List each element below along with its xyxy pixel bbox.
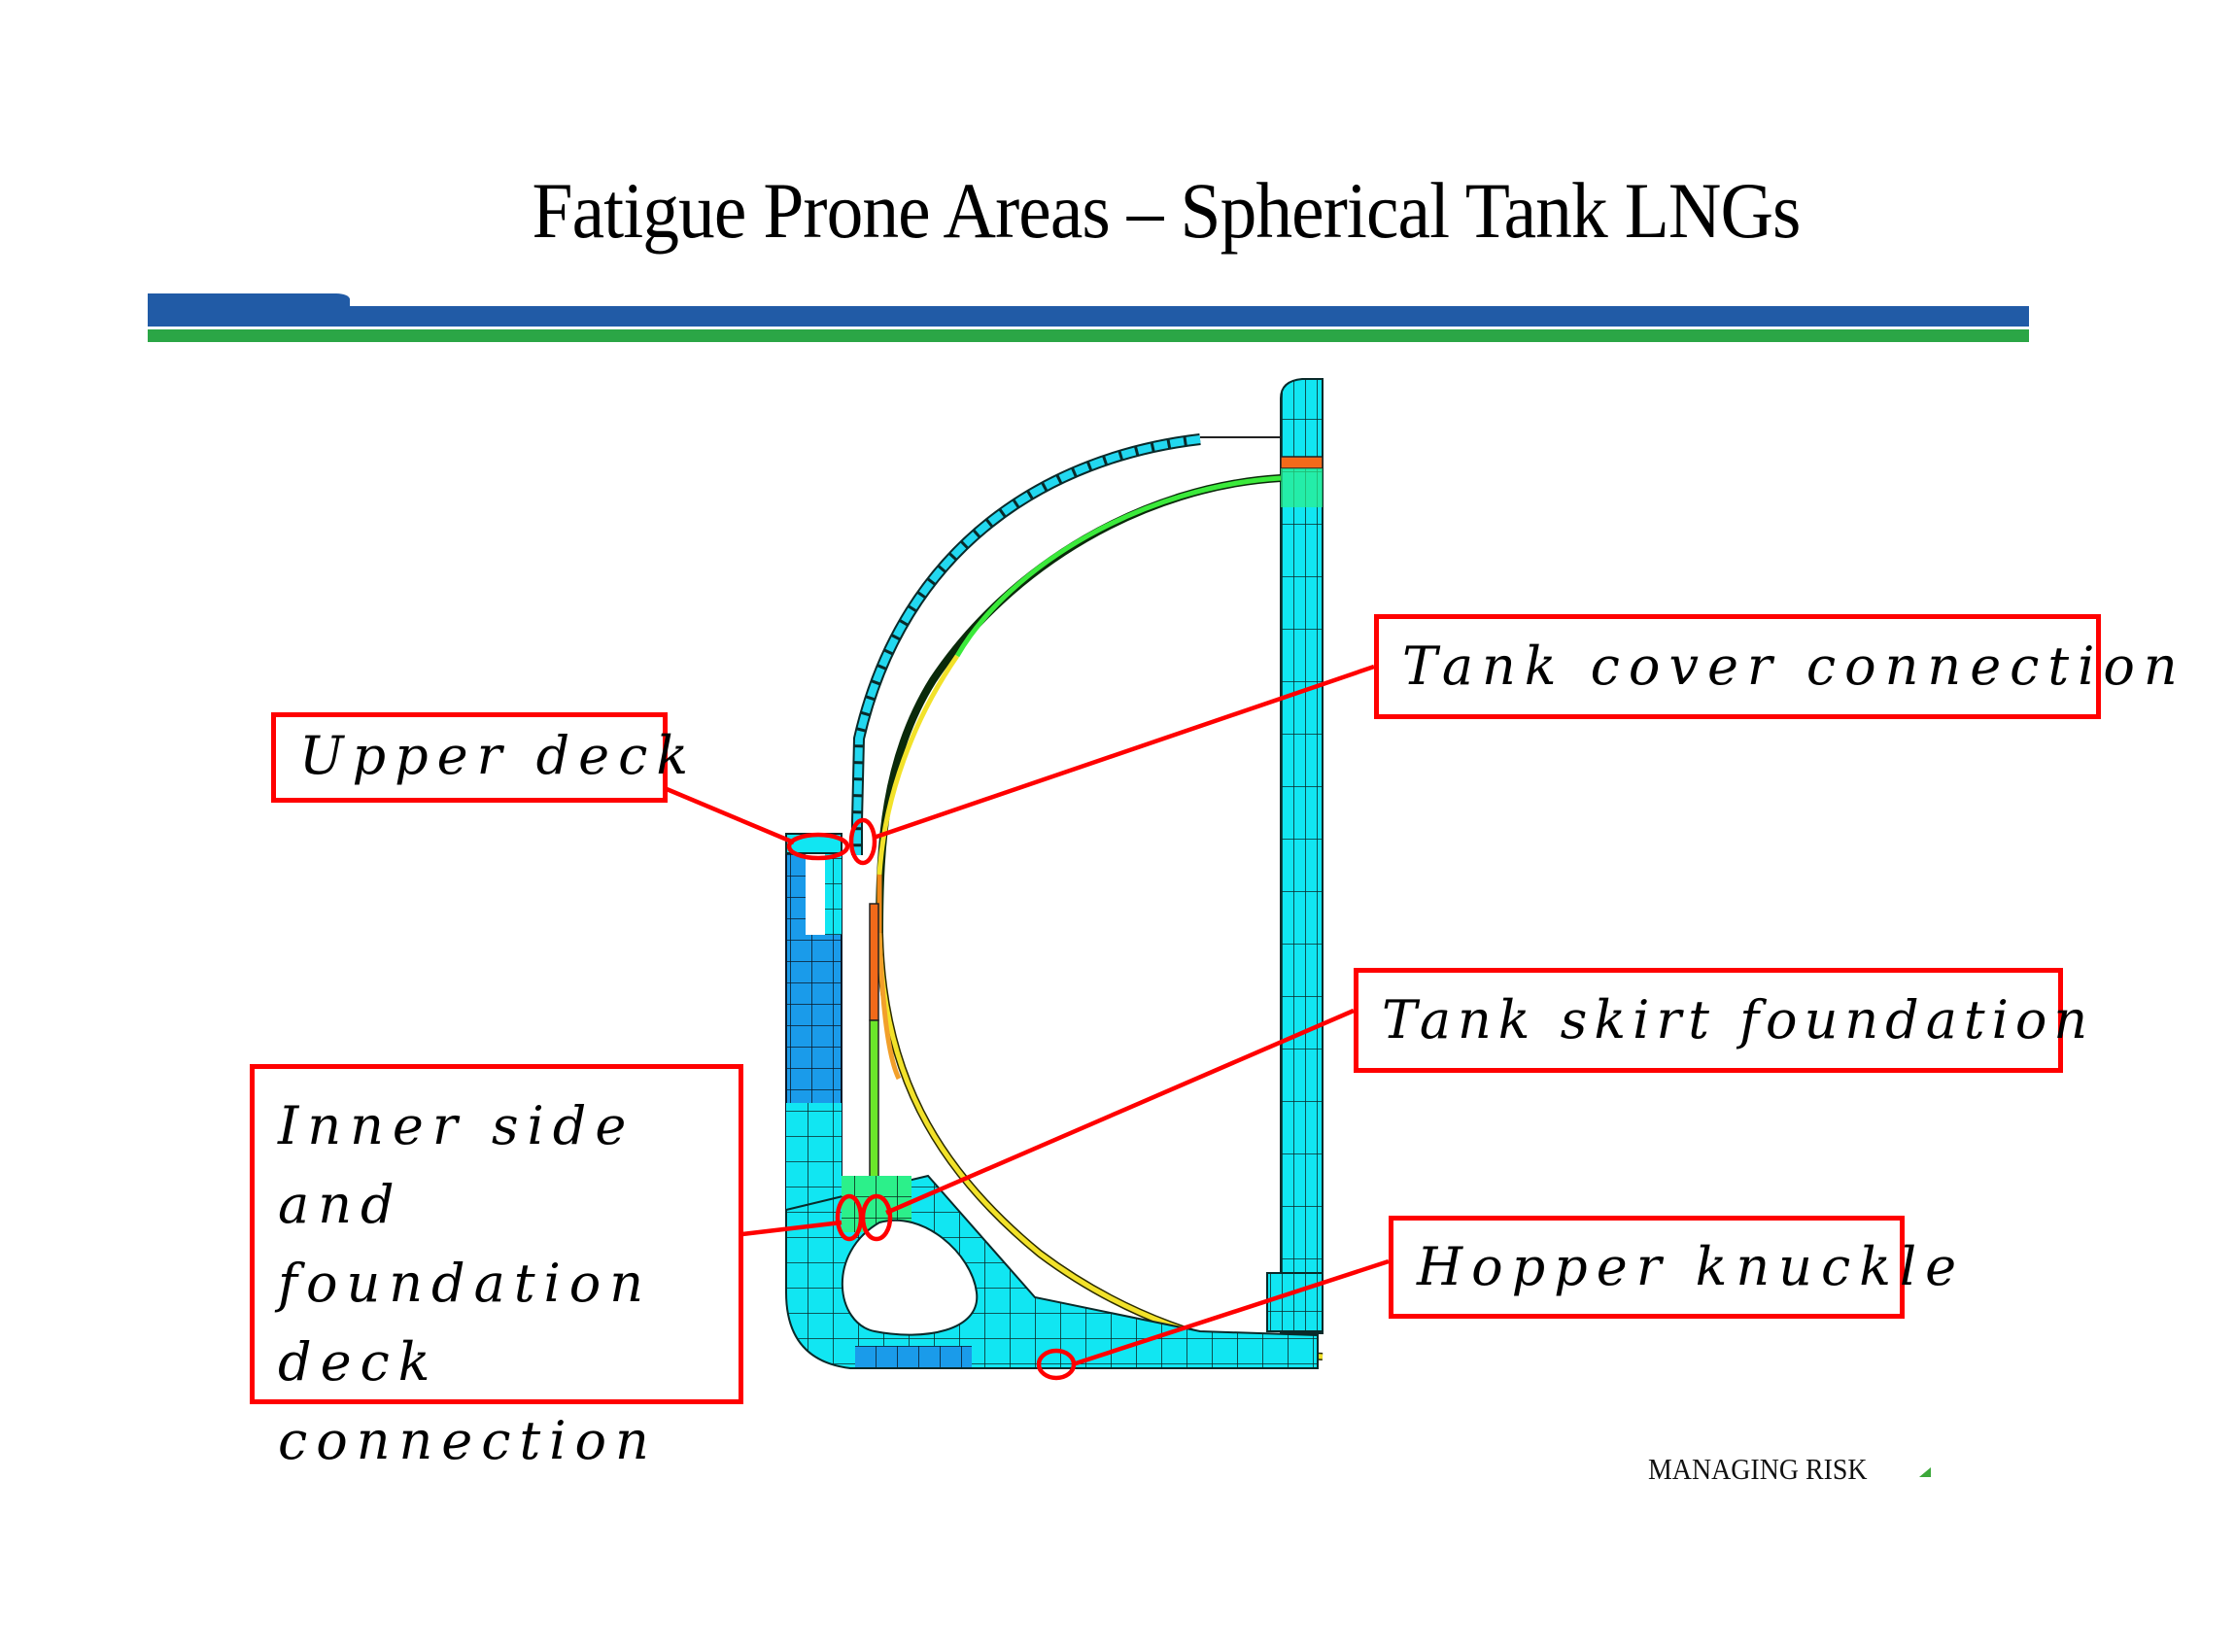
callout-leaders	[666, 664, 1390, 1367]
tank-cover-dome	[851, 433, 1281, 855]
marker-tank-cover	[848, 817, 877, 866]
double-side-structure	[785, 833, 842, 1212]
callout-tank-cover-connection-label: Tank cover connection	[1402, 636, 2186, 697]
leader-tank-skirt	[885, 1008, 1355, 1216]
callout-hopper-knuckle-label: Hopper knuckle	[1417, 1236, 1966, 1297]
hopper-bottom-structure	[785, 1174, 1319, 1369]
marker-tank-skirt	[860, 1193, 893, 1242]
callout-tank-cover-connection: Tank cover connection	[1374, 614, 2178, 719]
callout-inner-side-label: Inner side and foundation deck connectio…	[278, 1095, 658, 1471]
tank-center-column	[1266, 378, 1324, 1334]
callout-hopper-knuckle: Hopper knuckle	[1389, 1216, 1956, 1319]
header-rule-blue	[148, 306, 2029, 327]
leader-hopper-knuckle	[1072, 1258, 1390, 1367]
header-rule-green	[148, 329, 2029, 342]
callout-inner-side-foundation-deck: Inner side and foundation deck connectio…	[250, 1064, 743, 1471]
leader-tank-cover	[873, 664, 1375, 841]
callout-upper-deck-label: Upper deck	[299, 725, 698, 786]
callout-tank-skirt-foundation: Tank skirt foundation	[1354, 968, 2087, 1073]
marker-upper-deck	[786, 832, 850, 861]
marker-hopper-knuckle	[1036, 1348, 1077, 1381]
callout-tank-skirt-foundation-label: Tank skirt foundation	[1382, 989, 2095, 1050]
tank-skirt	[869, 903, 879, 1211]
hotspot-markers	[786, 817, 1077, 1381]
leader-upper-deck	[666, 786, 795, 845]
footer-tagline: MANAGING RISK	[1648, 1452, 1868, 1486]
slide-title: Fatigue Prone Areas – Spherical Tank LNG…	[532, 166, 1802, 255]
callout-upper-deck: Upper deck	[271, 712, 688, 803]
footer-logo-mark-icon	[1919, 1467, 1931, 1477]
leader-inner-side	[741, 1220, 842, 1237]
